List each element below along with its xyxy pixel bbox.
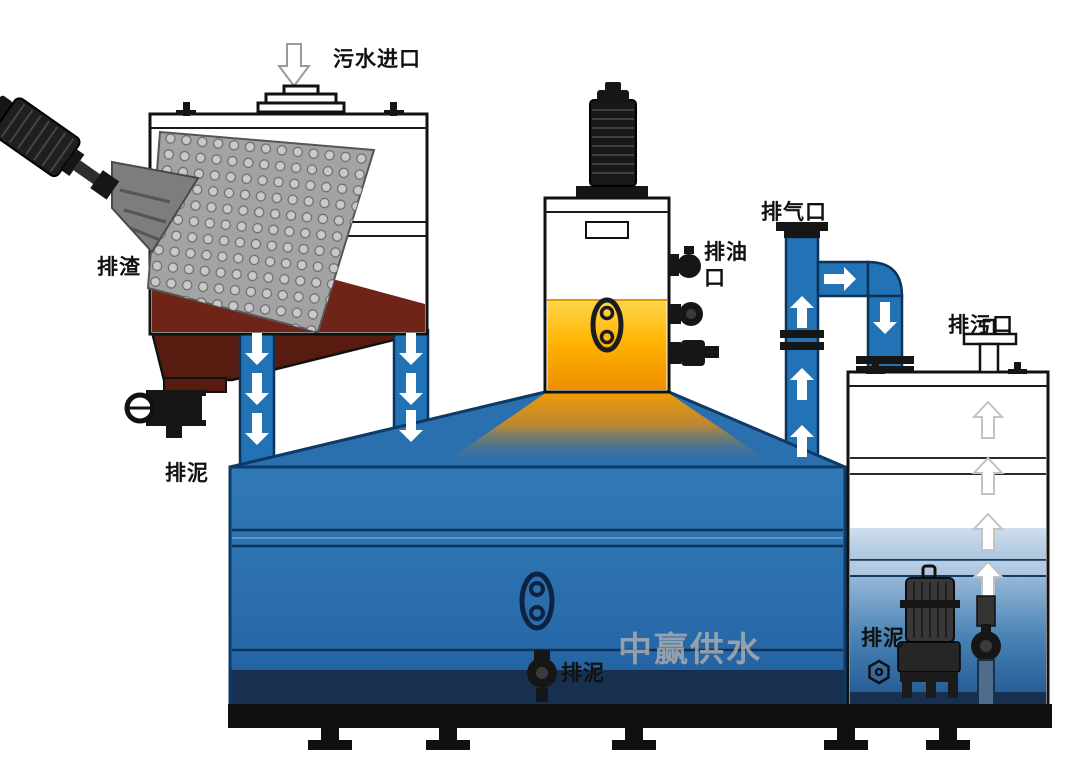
- oil-collection-tank: [543, 82, 719, 394]
- inlet-arrow-icon: [277, 43, 311, 88]
- nameplate: [585, 221, 629, 239]
- oil-outlet-valves: [669, 246, 719, 366]
- exhaust-flange-top: [776, 222, 828, 238]
- sludge-funnel: [150, 330, 427, 393]
- hexagon-marker: [868, 659, 890, 685]
- base-foot: [926, 728, 970, 750]
- oil-tank-motor: [576, 82, 648, 200]
- sludge-bottom-label: 排泥: [561, 662, 605, 685]
- sludge-valve-left: [124, 390, 206, 438]
- chain-emblem-main: [519, 571, 555, 631]
- inlet-label: 污水进口: [333, 48, 421, 71]
- outlet-port-flange: [962, 318, 1018, 374]
- sludge-left-label: 排泥: [165, 462, 209, 485]
- lid-clamps-right: [866, 362, 1027, 374]
- base-foot: [308, 728, 352, 750]
- sludge-valve-bottom: [527, 650, 557, 702]
- valve-handwheel-icon: [124, 392, 156, 424]
- discharge-riser: [971, 595, 1001, 707]
- oil-cone-glow: [438, 392, 778, 467]
- perforated-screen: [146, 130, 376, 334]
- main-tank-body: [228, 465, 847, 713]
- base-foot: [824, 728, 868, 750]
- clean-water-tank: [846, 318, 1050, 712]
- watermark: 中赢供水: [618, 631, 762, 669]
- oil-level: [547, 300, 667, 390]
- lid-clamps: [176, 102, 404, 116]
- base-foot: [612, 728, 656, 750]
- base-frame: [228, 704, 1052, 750]
- base-foot: [426, 728, 470, 750]
- submersible-pump: [897, 564, 961, 698]
- exhaust-label: 排气口: [761, 201, 827, 224]
- chain-emblem-oil: [590, 297, 624, 353]
- exhaust-joint-flange: [780, 330, 824, 350]
- screw-conveyor: [111, 160, 200, 254]
- sewage-inlet: [256, 43, 346, 114]
- oil-port-label: 排油口: [704, 241, 748, 291]
- slag-separator: [0, 95, 429, 336]
- outlet-label: 排污口: [948, 314, 1014, 337]
- main-tank-roof: [229, 390, 846, 469]
- sludge-right-label: 排泥: [861, 627, 905, 650]
- slag-label: 排渣: [97, 256, 141, 279]
- screw-motor: [0, 95, 120, 200]
- exhaust-elbow: [866, 260, 904, 298]
